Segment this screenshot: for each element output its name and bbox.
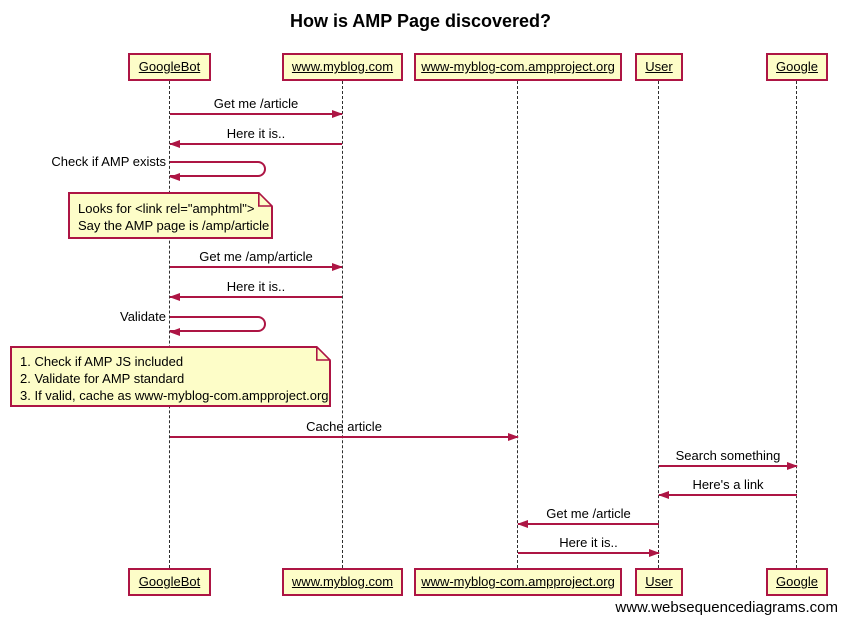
message-label: Get me /article bbox=[546, 506, 631, 521]
lifeline-myblog bbox=[342, 81, 343, 568]
note-dogear-icon bbox=[258, 192, 273, 207]
actor-top-ampproject: www-myblog-com.ampproject.org bbox=[414, 53, 622, 81]
self-message-label-validate: Validate bbox=[119, 309, 166, 324]
lifeline-user bbox=[658, 81, 659, 568]
arrow-line bbox=[518, 523, 659, 525]
actor-top-myblog: www.myblog.com bbox=[282, 53, 403, 81]
arrow-line bbox=[170, 143, 342, 145]
message-label: Search something bbox=[675, 448, 781, 463]
message-here-it-is-3: Here it is.. bbox=[518, 535, 660, 557]
actor-top-user: User bbox=[635, 53, 683, 81]
arrowhead-left-icon bbox=[658, 491, 669, 499]
self-message-loop bbox=[169, 316, 266, 336]
arrowhead-left-icon bbox=[169, 328, 180, 336]
arrow-line bbox=[170, 436, 518, 438]
note-line: Looks for <link rel="amphtml"> bbox=[78, 201, 255, 216]
note-line: 1. Check if AMP JS included bbox=[20, 354, 184, 369]
arrowhead-left-icon bbox=[169, 173, 180, 181]
message-label: Cache article bbox=[306, 419, 382, 434]
arrow-line bbox=[659, 465, 797, 467]
self-message-label-check-amp: Check if AMP exists bbox=[51, 154, 166, 169]
note-validation-steps: 1. Check if AMP JS included 2. Validate … bbox=[10, 346, 331, 407]
arrowhead-right-icon bbox=[787, 462, 798, 470]
message-here-it-is-1: Here it is.. bbox=[169, 126, 342, 148]
arrowhead-right-icon bbox=[508, 433, 519, 441]
message-cache-article: Cache article bbox=[170, 419, 519, 441]
lifeline-google bbox=[796, 81, 797, 568]
message-label: Here it is.. bbox=[226, 126, 286, 141]
arrow-line bbox=[518, 552, 659, 554]
message-label: Here's a link bbox=[692, 477, 764, 492]
lifeline-googlebot bbox=[169, 81, 170, 568]
note-line: 2. Validate for AMP standard bbox=[20, 371, 185, 386]
actor-bottom-ampproject: www-myblog-com.ampproject.org bbox=[414, 568, 622, 596]
message-here-it-is-2: Here it is.. bbox=[169, 279, 342, 301]
arrowhead-left-icon bbox=[169, 140, 180, 148]
note-dogear-icon bbox=[316, 346, 331, 361]
arrowhead-left-icon bbox=[517, 520, 528, 528]
actor-bottom-googlebot: GoogleBot bbox=[128, 568, 211, 596]
message-get-me-article: Get me /article bbox=[170, 96, 343, 118]
lifeline-ampproject bbox=[517, 81, 518, 568]
message-heres-a-link: Here's a link bbox=[658, 477, 797, 499]
self-message-loop bbox=[169, 161, 266, 181]
arrow-line bbox=[170, 113, 342, 115]
diagram-title: How is AMP Page discovered? bbox=[289, 11, 552, 31]
message-get-me-article-user: Get me /article bbox=[517, 506, 659, 528]
arrowhead-right-icon bbox=[332, 110, 343, 118]
message-label: Get me /amp/article bbox=[199, 249, 313, 264]
note-line: 3. If valid, cache as www-myblog-com.amp… bbox=[20, 388, 329, 403]
message-label: Here it is.. bbox=[226, 279, 286, 294]
watermark: www.websequencediagrams.com bbox=[615, 599, 838, 616]
arrowhead-left-icon bbox=[169, 293, 180, 301]
note-amphtml: Looks for <link rel="amphtml"> Say the A… bbox=[68, 192, 273, 239]
arrow-line bbox=[170, 296, 342, 298]
actor-top-google: Google bbox=[766, 53, 828, 81]
message-label: Here it is.. bbox=[559, 535, 618, 550]
arrow-line bbox=[659, 494, 797, 496]
actor-bottom-user: User bbox=[635, 568, 683, 596]
actor-bottom-google: Google bbox=[766, 568, 828, 596]
actor-top-googlebot: GoogleBot bbox=[128, 53, 211, 81]
note-line: Say the AMP page is /amp/article bbox=[78, 218, 270, 233]
arrow-line bbox=[170, 266, 342, 268]
arrowhead-right-icon bbox=[332, 263, 343, 271]
message-label: Get me /article bbox=[213, 96, 299, 111]
message-search-something: Search something bbox=[659, 448, 798, 470]
actor-bottom-myblog: www.myblog.com bbox=[282, 568, 403, 596]
message-get-me-amp-article: Get me /amp/article bbox=[170, 249, 343, 271]
arrowhead-right-icon bbox=[649, 549, 660, 557]
